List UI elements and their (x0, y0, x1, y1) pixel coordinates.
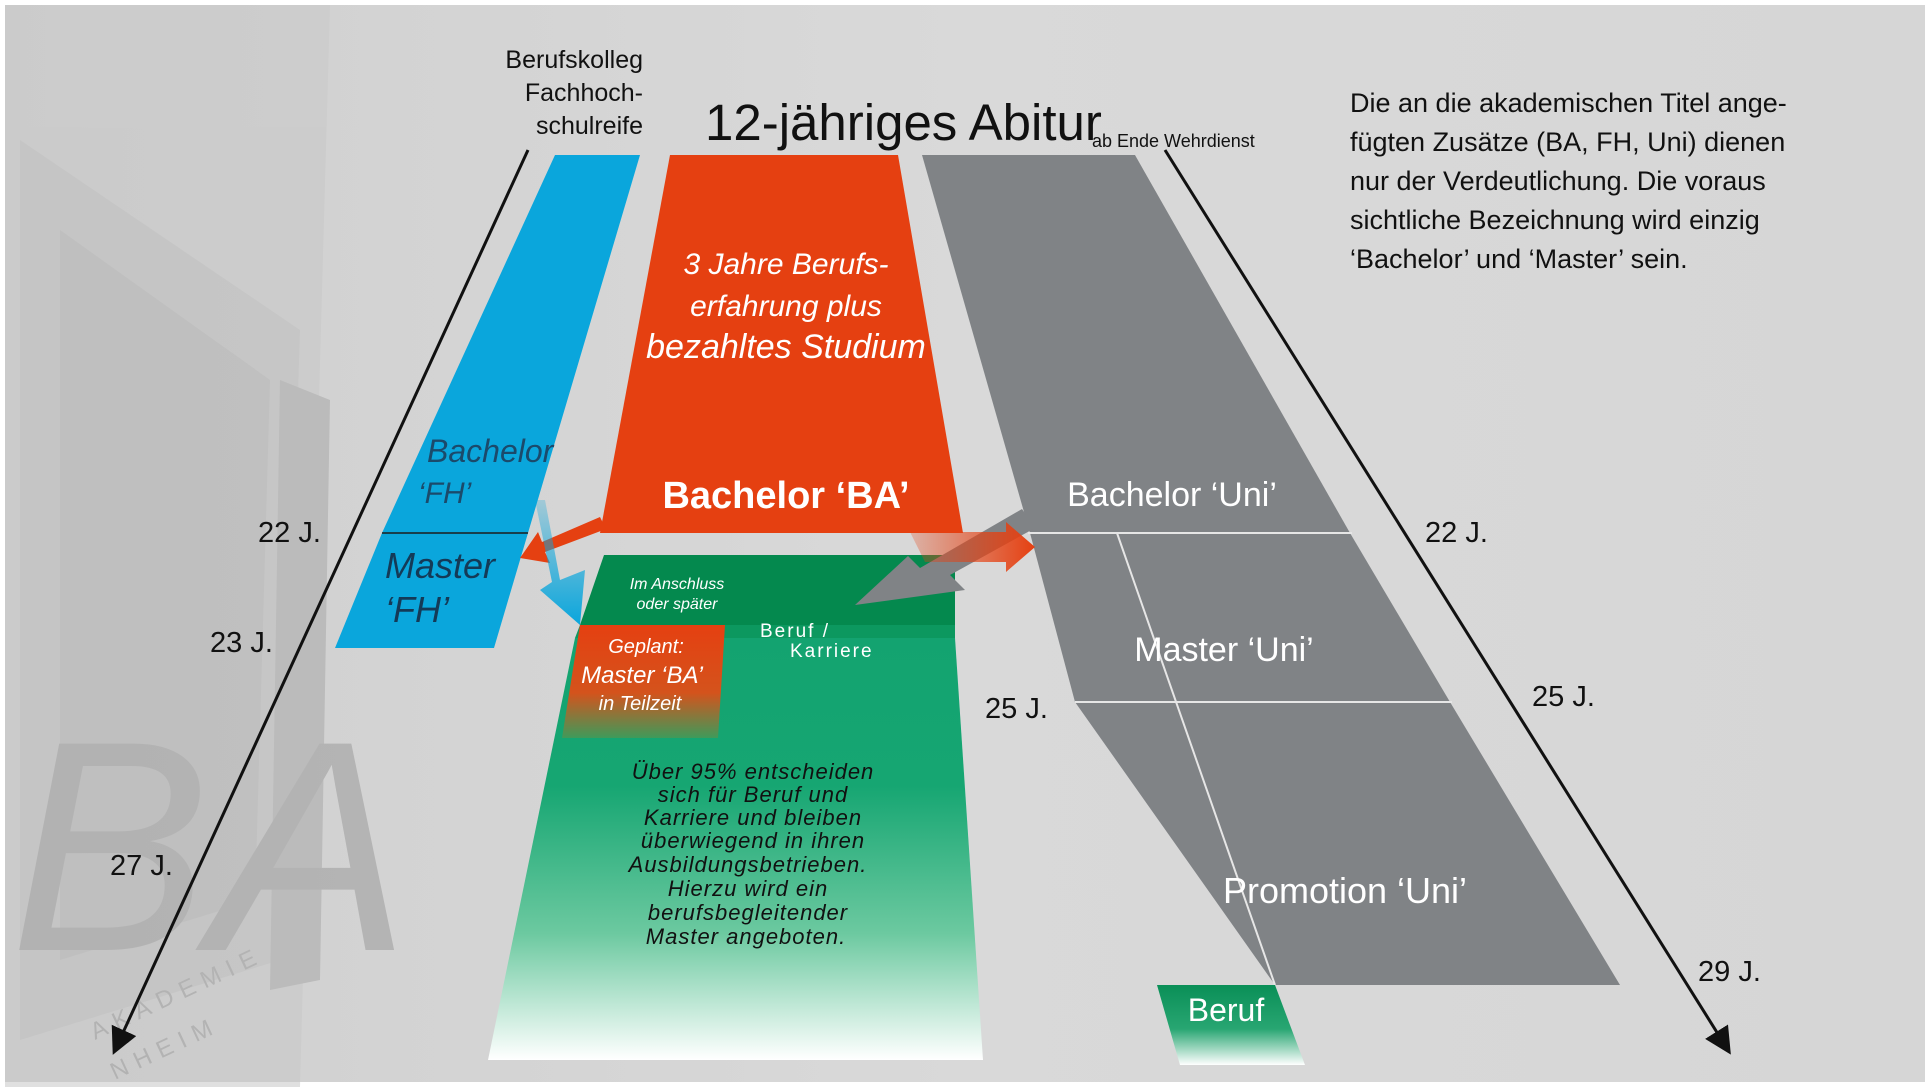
note-line-1: Die an die akademischen Titel ange- (1350, 88, 1787, 118)
geplant-line-3: in Teilzeit (599, 693, 683, 715)
age-left-27: 27 J. (110, 850, 173, 882)
fh-master-block (335, 533, 528, 648)
uni-bachelor-label: Bachelor ‘Uni’ (1067, 476, 1277, 514)
career-body-line-7: berufsbegleitender (648, 900, 849, 925)
title: 12-jähriges Abitur (705, 94, 1102, 151)
berufskolleg-line-1: Berufskolleg (505, 46, 643, 74)
age-left-22: 22 J. (258, 517, 321, 549)
age-right-29: 29 J. (1698, 956, 1761, 988)
beruf-karriere-line-1: Beruf / (760, 621, 830, 642)
ba-text-line-3: bezahltes Studium (646, 328, 926, 366)
career-body-line-5: Ausbildungsbetrieben. (627, 852, 868, 877)
arrow-ba-to-uni (910, 522, 1035, 572)
beruf-karriere-label: Beruf / Karriere (760, 621, 874, 662)
career-body-line-3: Karriere und bleiben (644, 805, 862, 830)
anschluss-label: Im Anschluss oder später (630, 576, 725, 613)
ba-text-line-2: erfahrung plus (690, 290, 882, 323)
berufskolleg-line-2: Fachhoch- (525, 79, 643, 107)
left-timeline-arrow (111, 149, 530, 1055)
note-line-2: fügten Zusätze (BA, FH, Uni) dienen (1350, 127, 1785, 157)
career-body-line-1: Über 95% entscheiden (632, 759, 875, 784)
note-line-5: ‘Bachelor’ und ‘Master’ sein. (1350, 244, 1688, 274)
career-body-line-2: sich für Beruf und (658, 782, 848, 807)
uni-divider-3 (1116, 532, 1276, 986)
anschluss-line-1: Im Anschluss (630, 576, 725, 593)
uni-bachelor-block (922, 155, 1350, 533)
uni-promotion-block (1075, 702, 1620, 985)
fh-master-label: Master ‘FH’ (385, 545, 497, 630)
ba-block (600, 155, 963, 533)
beruf-karriere-line-2: Karriere (790, 641, 874, 662)
right-timeline-arrow (1163, 149, 1731, 1055)
career-body-line-8: Master angeboten. (646, 924, 846, 949)
career-body-text: Über 95% entscheiden sich für Beruf und … (627, 759, 875, 949)
berufskolleg-label: Berufskolleg Fachhoch- schulreife (505, 46, 643, 140)
age-right-22: 22 J. (1425, 517, 1488, 549)
fh-track (335, 155, 640, 648)
fh-bachelor-block (382, 155, 640, 533)
uni-master-label: Master ‘Uni’ (1134, 631, 1313, 669)
fh-bachelor-line-2: ‘FH’ (418, 477, 473, 510)
fh-bachelor-line-1: Bachelor (427, 433, 555, 469)
transition-arrows (520, 500, 1035, 625)
career-top-block (580, 555, 955, 625)
uni-promotion-label: Promotion ‘Uni’ (1223, 870, 1467, 911)
title-note: ab Ende Wehrdienst (1092, 131, 1255, 151)
uni-beruf-block (1157, 985, 1305, 1065)
geplant-block (562, 625, 725, 738)
geplant-line-1: Geplant: (608, 636, 684, 658)
arrow-fh-blue-down (535, 500, 585, 625)
age-right-25: 25 J. (1532, 681, 1595, 713)
ba-text: 3 Jahre Berufs- erfahrung plus bezahltes… (646, 248, 926, 366)
career-body-line-6: Hierzu wird ein (668, 876, 829, 901)
uni-master-block (1030, 533, 1450, 702)
note-line-4: sichtliche Bezeichnung wird einzig (1350, 205, 1760, 235)
berufskolleg-line-3: schulreife (536, 112, 643, 140)
career-block (488, 638, 983, 1060)
uni-beruf-label: Beruf (1188, 992, 1265, 1028)
fh-master-line-2: ‘FH’ (385, 589, 450, 630)
anschluss-line-2: oder später (637, 596, 719, 613)
arrow-ba-to-fh (520, 517, 606, 563)
ba-text-line-1: 3 Jahre Berufs- (683, 248, 888, 281)
geplant-line-2: Master ‘BA’ (581, 662, 703, 689)
explanatory-note: Die an die akademischen Titel ange- fügt… (1350, 88, 1787, 274)
fh-master-line-1: Master (385, 545, 497, 586)
uni-track (922, 155, 1620, 1065)
age-left-23: 23 J. (210, 627, 273, 659)
ba-bachelor-label: Bachelor ‘BA’ (662, 475, 909, 517)
career-body-line-4: überwiegend in ihren (641, 828, 865, 853)
fh-bachelor-label: Bachelor ‘FH’ (418, 433, 555, 510)
career-track (488, 555, 983, 1060)
age-mid-25: 25 J. (985, 693, 1048, 725)
geplant-label: Geplant: Master ‘BA’ in Teilzeit (581, 636, 703, 715)
note-line-3: nur der Verdeutlichung. Die voraus (1350, 166, 1766, 196)
